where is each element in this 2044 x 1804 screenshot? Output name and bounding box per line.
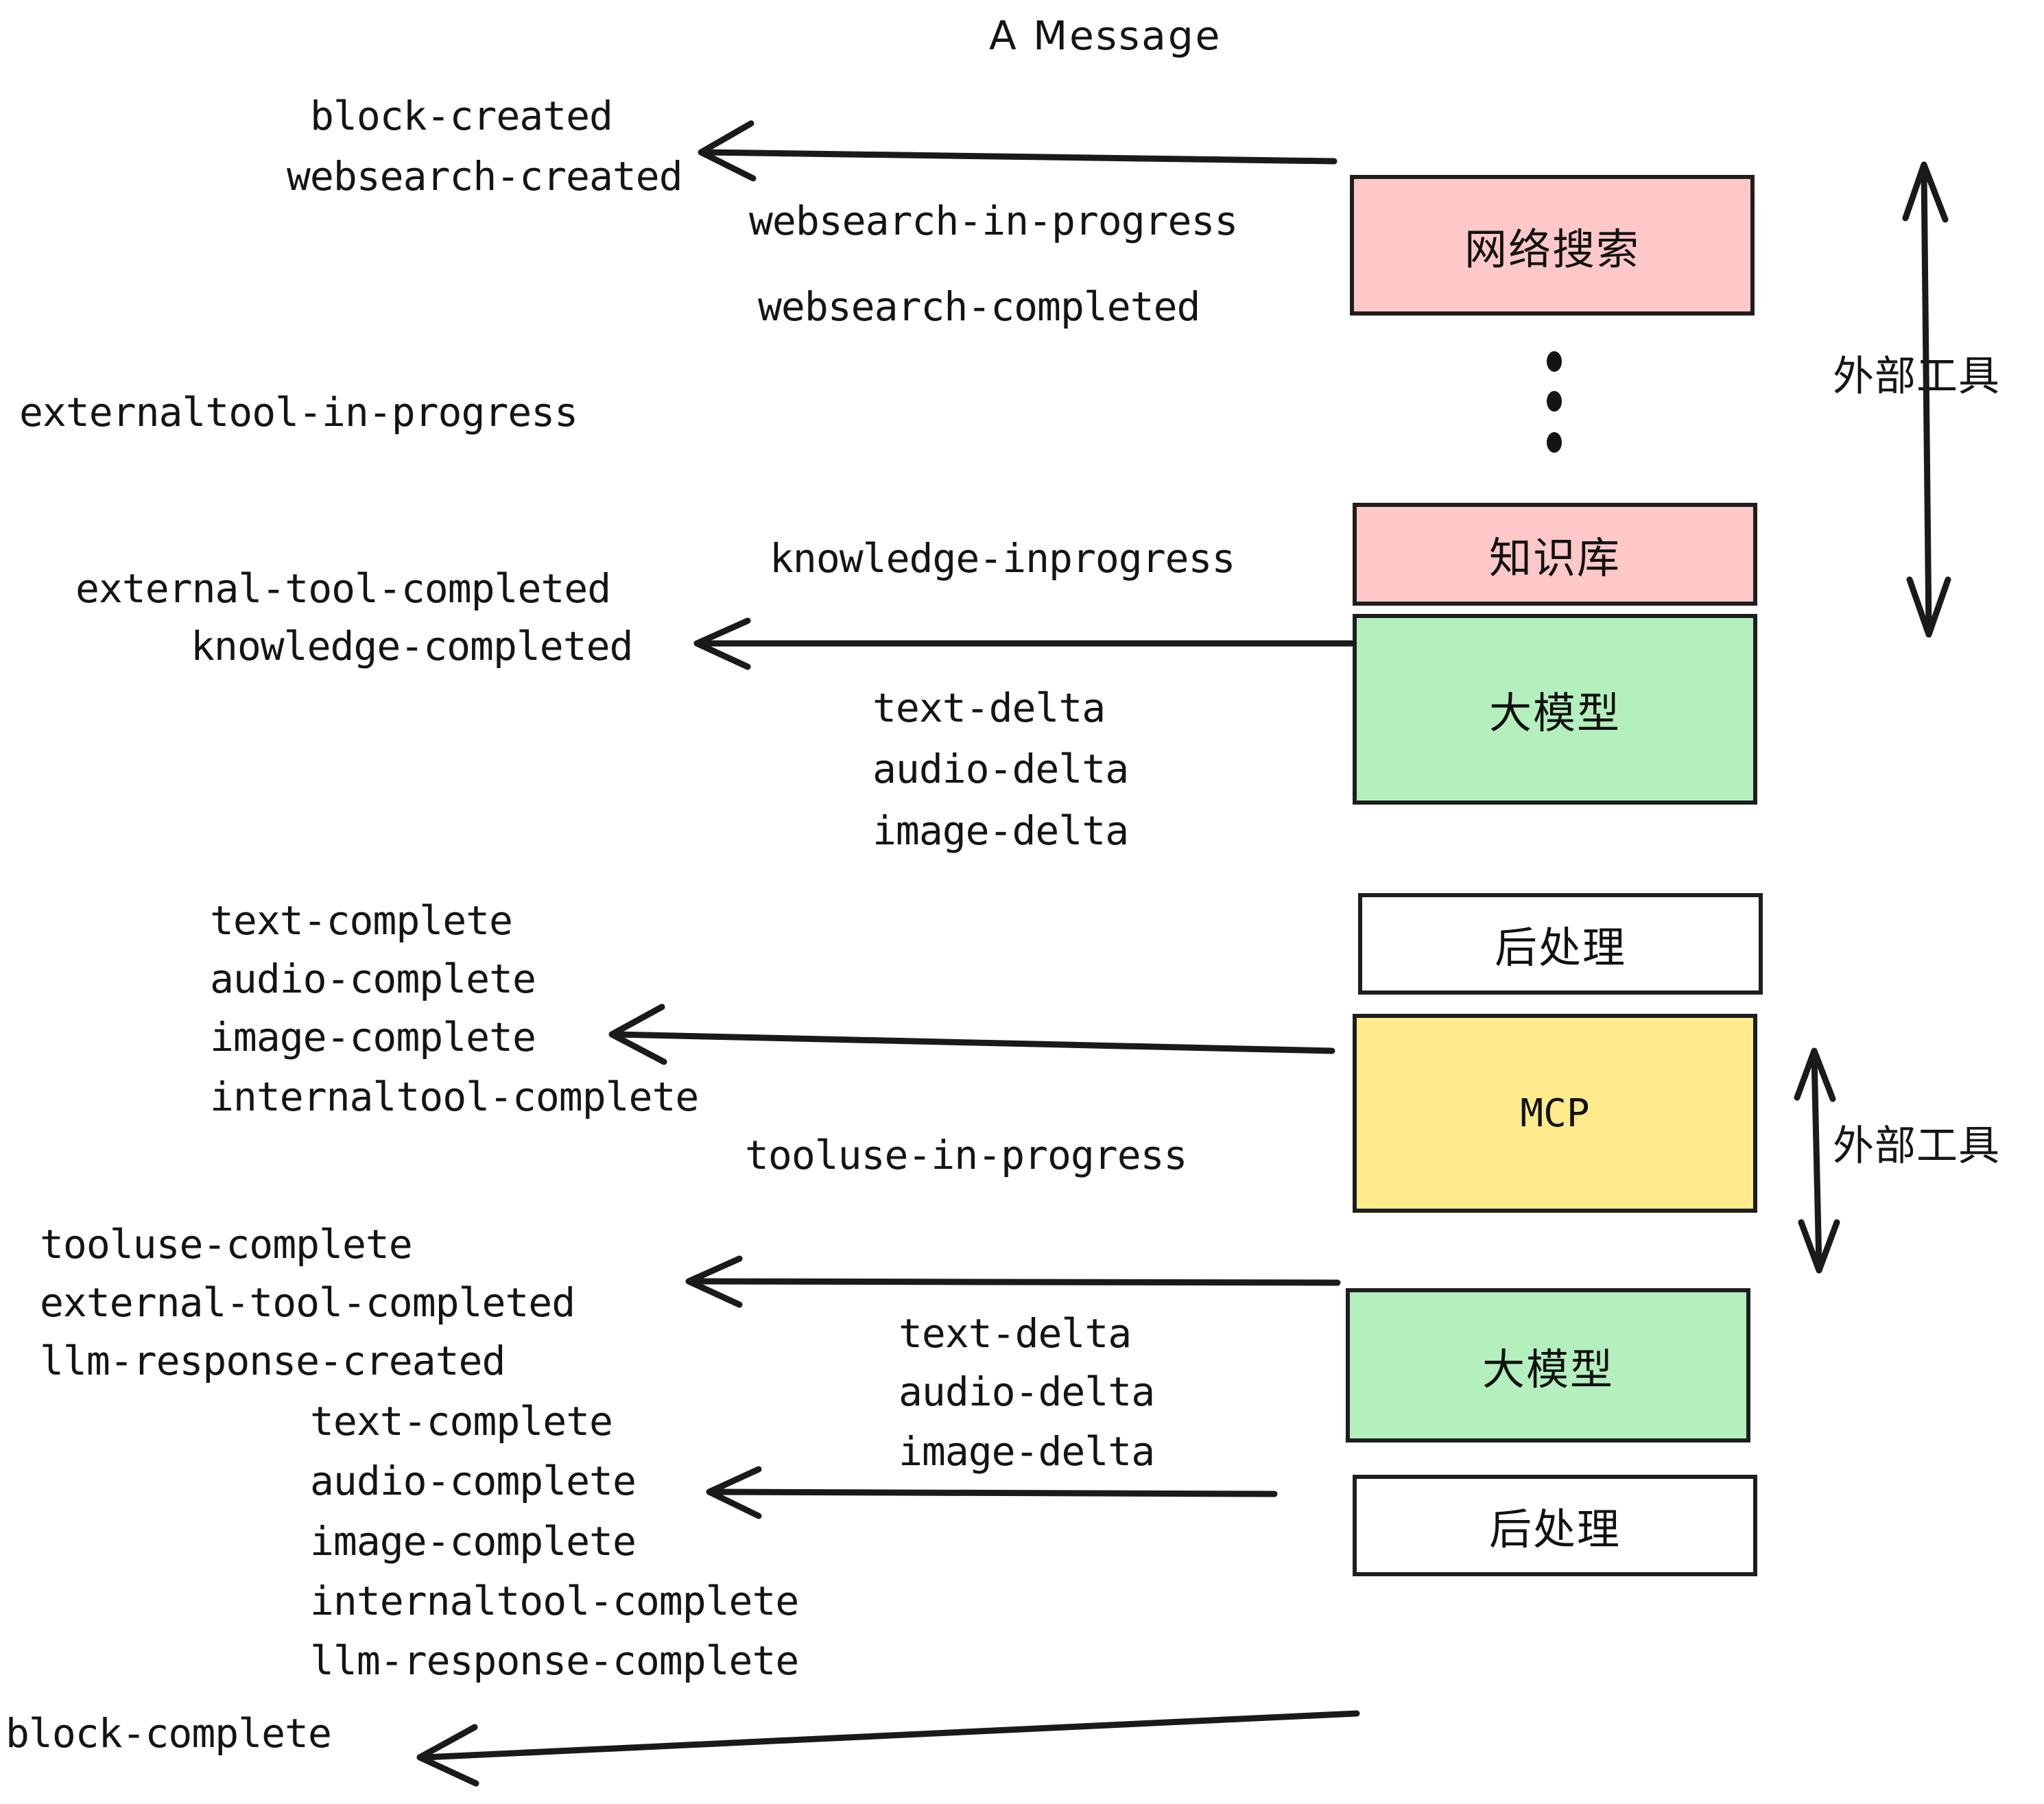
event-label-block-complete: block-complete <box>5 1710 332 1757</box>
event-label-text-complete-1: text-complete <box>210 897 513 944</box>
event-label-tooluse-complete: tooluse-complete <box>40 1221 413 1268</box>
event-label-text-delta-2: text-delta <box>899 1310 1132 1357</box>
event-label-image-delta-1: image-delta <box>872 807 1129 854</box>
event-label-text-delta-1: text-delta <box>872 685 1106 731</box>
axis-external-tools-bottom <box>1794 1047 1840 1274</box>
arrow-llm2-to-events <box>706 1466 1278 1519</box>
arrow-mcp-to-events <box>685 1255 1341 1308</box>
node-box-llm-1: 大模型 <box>1353 614 1757 805</box>
event-label-audio-complete-2: audio-complete <box>310 1458 637 1504</box>
ellipsis-dot <box>1547 351 1562 372</box>
ellipsis-dot <box>1547 432 1562 453</box>
event-label-text-complete-2: text-complete <box>310 1398 613 1445</box>
event-label-websearch-completed: websearch-completed <box>758 283 1200 330</box>
event-label-audio-complete-1: audio-complete <box>210 956 536 1002</box>
event-label-llm-response-complete: llm-response-complete <box>310 1637 799 1684</box>
event-label-image-complete-2: image-complete <box>310 1518 637 1565</box>
event-label-externaltool-in-progress: externaltool-in-progress <box>19 389 578 436</box>
event-label-tooluse-in-progress: tooluse-in-progress <box>745 1132 1187 1178</box>
side-label-external-tools-bottom: 外部工具 <box>1833 1122 2000 1170</box>
node-box-knowledge: 知识库 <box>1353 503 1757 606</box>
event-label-knowledge-completed: knowledge-completed <box>191 623 633 669</box>
event-label-websearch-created: websearch-created <box>287 153 683 200</box>
node-box-postprocess-2: 后处理 <box>1353 1475 1757 1576</box>
event-label-external-tool-completed-1: external-tool-completed <box>75 565 611 612</box>
event-label-block-created: block-created <box>310 93 613 139</box>
arrow-knowledge-to-events <box>693 617 1355 670</box>
ellipsis-dot <box>1547 391 1562 412</box>
page-title: A Message <box>989 12 1222 59</box>
node-box-postprocess-1: 后处理 <box>1358 893 1763 995</box>
event-label-websearch-in-progress: websearch-in-progress <box>749 198 1238 244</box>
side-label-external-tools-top: 外部工具 <box>1833 353 2000 401</box>
arrow-postprocess2-to-block-complete <box>416 1710 1360 1787</box>
event-label-image-delta-2: image-delta <box>899 1428 1155 1475</box>
event-label-external-tool-completed-2: external-tool-completed <box>40 1279 575 1326</box>
arrow-postprocess1-to-events <box>608 1004 1335 1065</box>
event-label-audio-delta-1: audio-delta <box>872 746 1129 792</box>
node-box-llm-2: 大模型 <box>1346 1288 1750 1443</box>
event-label-internaltool-complete-1: internaltool-complete <box>210 1073 699 1120</box>
event-label-audio-delta-2: audio-delta <box>899 1368 1155 1415</box>
event-label-image-complete-1: image-complete <box>210 1014 536 1060</box>
node-box-mcp: MCP <box>1353 1014 1757 1213</box>
node-box-websearch: 网络搜索 <box>1350 175 1755 316</box>
event-label-llm-response-created: llm-response-created <box>40 1338 506 1384</box>
event-label-internaltool-complete-2: internaltool-complete <box>310 1578 799 1624</box>
arrow-websearch-to-events <box>698 120 1338 182</box>
event-label-knowledge-inprogress: knowledge-inprogress <box>770 535 1235 582</box>
